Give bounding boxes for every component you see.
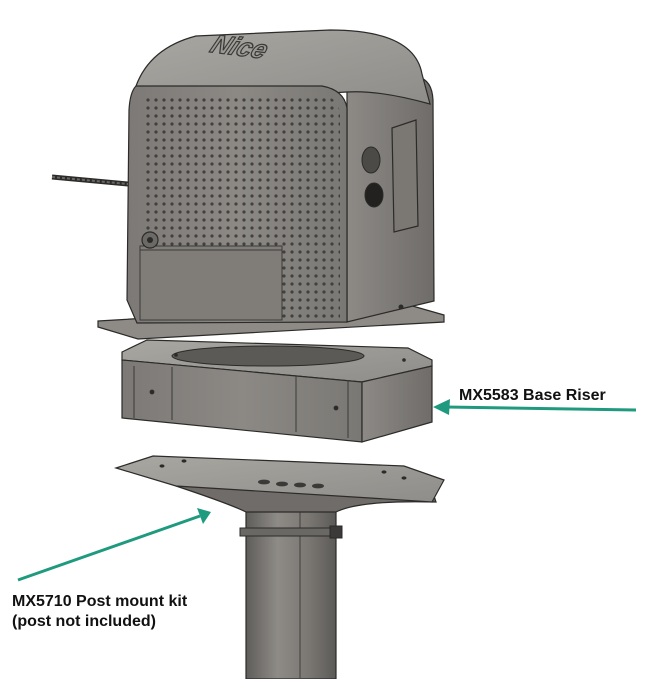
post-mount-kit	[113, 455, 445, 679]
post-not-included-note: (post not included)	[12, 613, 156, 630]
motor-side-panel	[346, 76, 435, 323]
side-port-lower	[364, 182, 384, 208]
post-mount-kit-label: MX5710 Post mount kit	[12, 593, 188, 610]
arrow-left-icon	[433, 399, 637, 415]
mounting-plate	[113, 455, 445, 503]
motor-vent-grille	[146, 96, 340, 320]
riser-side-face	[361, 365, 433, 443]
motor-housing: Nice	[51, 29, 445, 340]
riser-opening	[171, 345, 365, 367]
post-clamp	[239, 525, 343, 539]
side-port-upper	[361, 146, 381, 174]
side-label-recess	[391, 119, 419, 233]
drive-chain	[51, 174, 129, 187]
base-riser-label: MX5583 Base Riser	[459, 387, 606, 404]
motor-access-panel	[139, 245, 283, 321]
key-lock-icon	[141, 231, 159, 249]
arrow-up-right-icon	[17, 508, 211, 582]
base-riser	[121, 339, 433, 443]
